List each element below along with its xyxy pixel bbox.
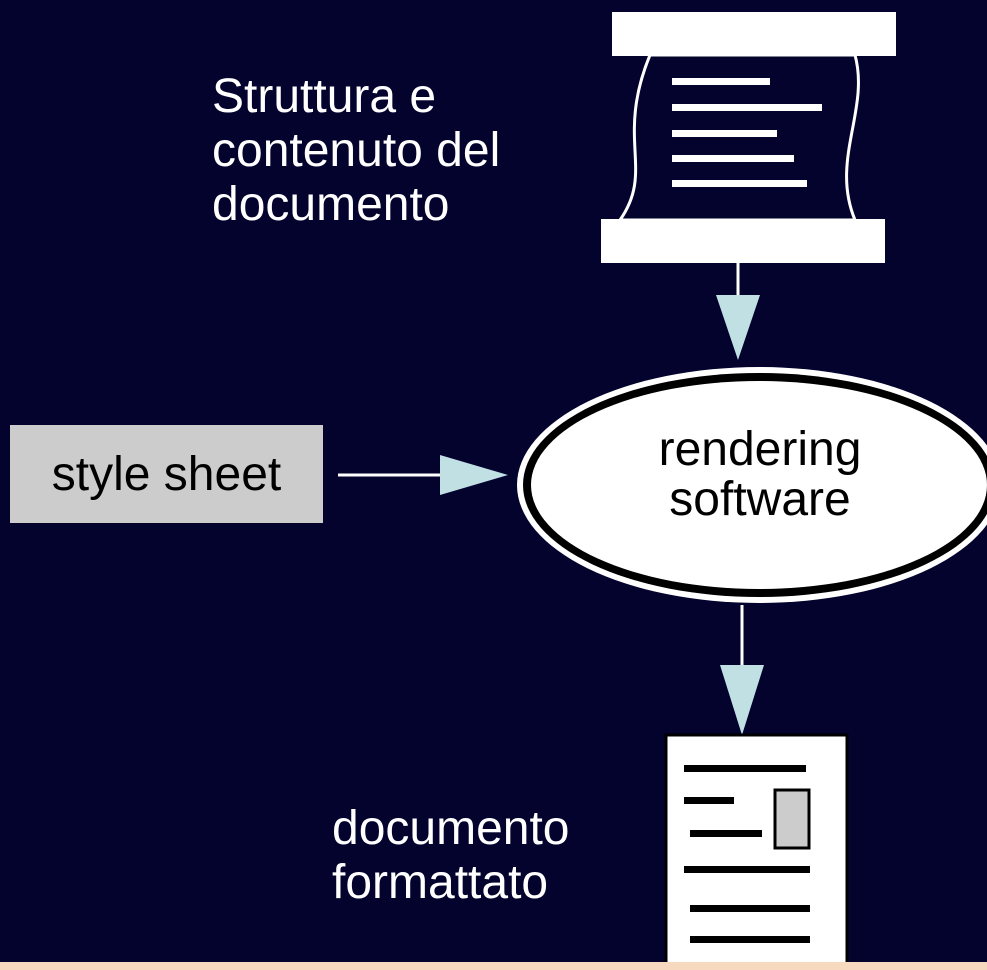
arrow-stylesheet-to-rendering — [338, 455, 508, 495]
source-label-line3: documento — [212, 178, 450, 231]
style-sheet-box: style sheet — [10, 425, 323, 523]
rendering-label-line1: rendering — [658, 423, 862, 476]
arrow-source-to-rendering — [716, 263, 760, 360]
source-label-line2: contenuto del — [212, 124, 501, 177]
bottom-band — [0, 962, 987, 970]
style-sheet-label: style sheet — [51, 447, 282, 501]
rendering-label-line2: software — [669, 473, 851, 526]
source-document-label: Struttura e contenuto del documento — [212, 70, 500, 232]
rendering-ellipse — [517, 367, 987, 603]
rendering-software-label: rendering software — [580, 425, 940, 525]
formatted-document-label: documento formattato — [332, 802, 570, 910]
source-document-scroll-icon — [601, 12, 896, 263]
output-label-line1: documento — [332, 802, 570, 855]
source-label-line1: Struttura e — [212, 70, 437, 123]
arrow-rendering-to-output — [720, 605, 764, 735]
output-label-line2: formattato — [332, 856, 549, 909]
formatted-document-icon — [664, 733, 849, 970]
